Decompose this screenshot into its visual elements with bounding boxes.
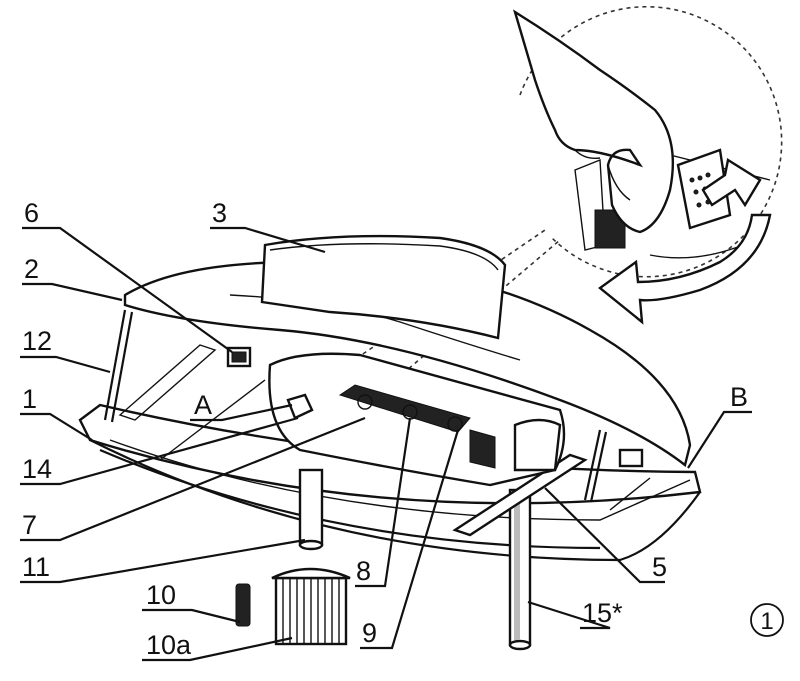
label-10: 10 <box>146 580 176 610</box>
part-10a <box>271 567 351 646</box>
hand-drawing <box>512 9 675 234</box>
detail-inset <box>309 5 783 411</box>
label-14: 14 <box>22 454 52 484</box>
strut-right <box>583 429 602 501</box>
label-3: 3 <box>212 198 227 228</box>
clip-b <box>618 448 644 468</box>
strut-12 <box>103 309 127 421</box>
label-5: 5 <box>652 552 667 582</box>
label-9: 9 <box>362 618 377 648</box>
leg-15 <box>508 488 532 651</box>
label-11: 11 <box>22 552 50 582</box>
label-6: 6 <box>24 198 39 228</box>
label-a: A <box>194 390 212 420</box>
figure-number: 1 <box>760 608 773 635</box>
part-10 <box>235 583 251 627</box>
label-8: 8 <box>356 556 371 586</box>
callout-labels: 6 2 3 12 1 A 14 7 11 8 9 10 10a 15* 5 B <box>22 198 748 660</box>
label-1: 1 <box>22 384 37 414</box>
label-10a: 10a <box>146 630 192 660</box>
display-panel <box>260 234 507 340</box>
label-b: B <box>730 382 748 412</box>
filter-housing <box>226 346 644 487</box>
label-12: 12 <box>22 326 52 356</box>
figure-number-badge: 1 <box>750 603 784 637</box>
label-15: 15* <box>582 598 623 628</box>
label-7: 7 <box>22 510 37 540</box>
leg-11 <box>298 468 324 551</box>
label-2: 2 <box>24 254 39 284</box>
rotate-arrow <box>598 213 772 325</box>
latch-a <box>286 393 314 420</box>
leader-lines <box>20 226 752 662</box>
